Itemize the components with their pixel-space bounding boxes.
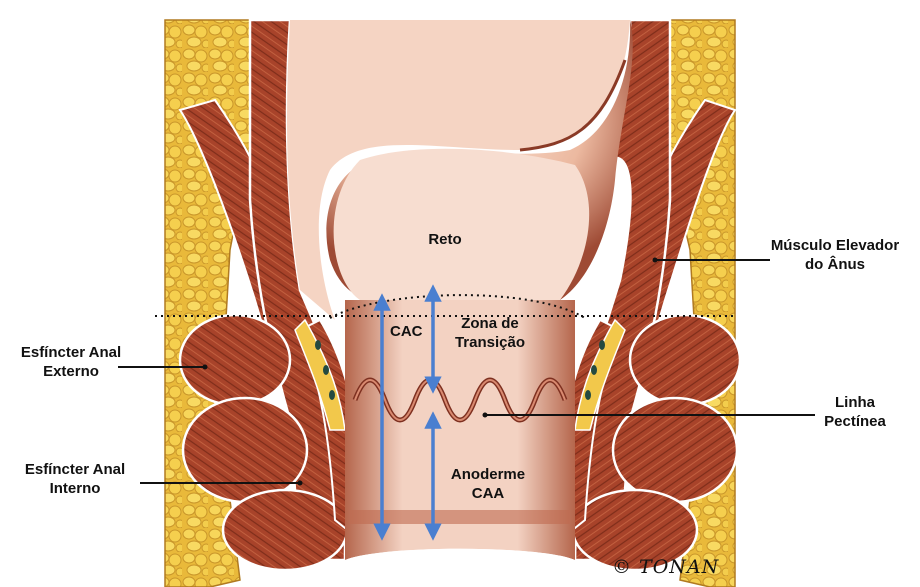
artist-signature: © TONAN (612, 556, 719, 578)
label-musculo-elevador: Músculo Elevador do Ânus (760, 236, 910, 274)
label-zona-de-transicao: Zona de Transição (440, 314, 540, 352)
label-esfincter-interno: Esfíncter Anal Interno (10, 460, 140, 498)
label-esfincter-externo: Esfíncter Anal Externo (6, 343, 136, 381)
label-cac: CAC (390, 322, 423, 341)
label-anoderme-caa: Anoderme CAA (438, 465, 538, 503)
label-reto: Reto (410, 230, 480, 249)
rectal-lumen (287, 20, 633, 320)
label-linha-pectinea: Linha Pectínea (805, 393, 905, 431)
